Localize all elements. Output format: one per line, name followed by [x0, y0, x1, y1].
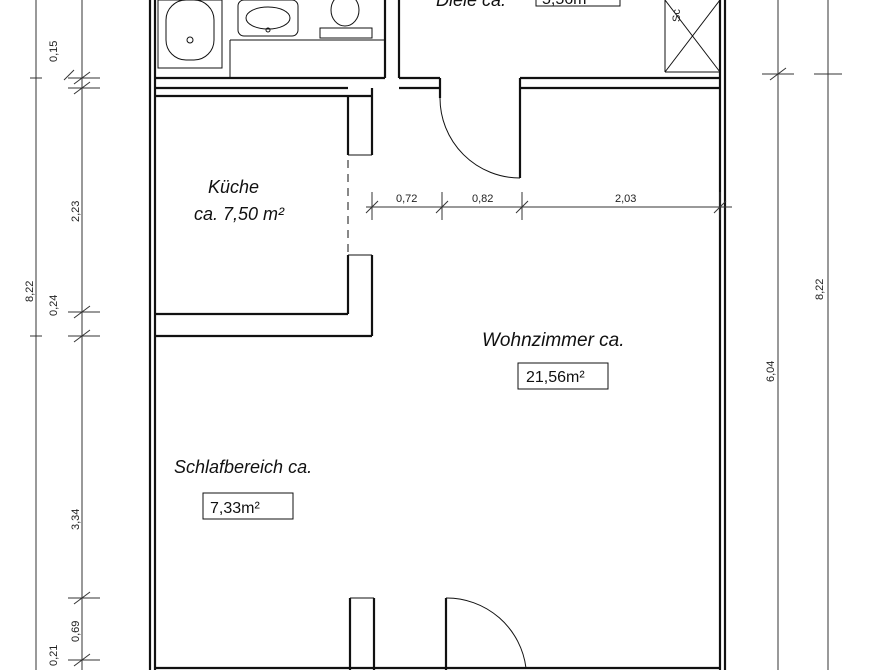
sleeping-area: Schlafbereich ca. 7,33m²	[174, 457, 312, 520]
dim-0-82: 0,82	[472, 193, 493, 205]
living-room-label: Wohnzimmer ca.	[482, 330, 625, 351]
inner-dimension-line: 0,72 0,82 2,03	[365, 192, 732, 220]
schrank-label: Sc	[671, 9, 683, 22]
dim-right-6-04: 6,04	[765, 361, 777, 382]
bathtub-icon	[157, 0, 223, 69]
dim-right-total: 8,22	[814, 279, 826, 300]
dim-0-72: 0,72	[396, 193, 417, 205]
bottom-walls	[155, 597, 720, 670]
diele-label: Diele ca.	[436, 0, 506, 10]
dim-left-0-69: 0,69	[70, 621, 82, 642]
dim-left-2-23: 2,23	[70, 201, 82, 222]
living-room: Wohnzimmer ca. 21,56m²	[482, 330, 625, 390]
diele-area: 5,56m²	[542, 0, 592, 8]
kitchen-area: ca. 7,50 m²	[194, 204, 285, 224]
door-hall	[438, 78, 522, 179]
dim-left-3-34: 3,34	[70, 509, 82, 530]
diele-room: Diele ca. 5,56m² Sc	[399, 0, 721, 90]
right-dimension-chain: 6,04 8,22	[762, 0, 842, 670]
sink-icon	[237, 0, 299, 37]
dim-left-0-24: 0,24	[48, 295, 60, 316]
kitchen-label: Küche	[208, 177, 259, 197]
bathroom	[155, 0, 401, 80]
living-room-area: 21,56m²	[526, 369, 585, 386]
door-bottom	[445, 597, 527, 669]
dim-2-03: 2,03	[615, 193, 636, 205]
toilet-icon	[319, 0, 373, 39]
kitchen-room: Küche ca. 7,50 m²	[155, 86, 374, 338]
sleeping-area-label: Schlafbereich ca.	[174, 457, 312, 477]
sleeping-area-area: 7,33m²	[210, 500, 260, 517]
dim-left-0-15: 0,15	[48, 41, 60, 62]
left-dimension-chain: 8,22 0,15 2,23 0,24 3,34 0,69 0,21	[24, 0, 100, 670]
dim-left-total: 8,22	[24, 281, 36, 302]
outer-walls	[148, 0, 727, 670]
dim-left-0-21: 0,21	[48, 645, 60, 666]
